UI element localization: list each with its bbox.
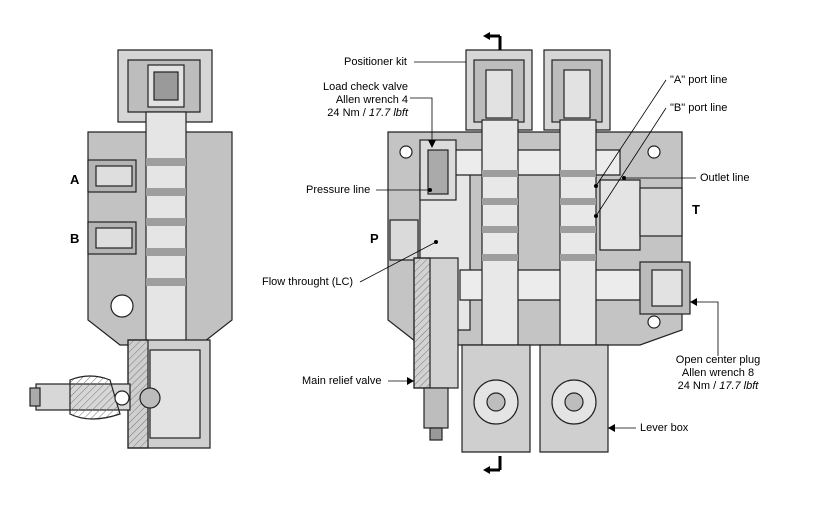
flow-through-label: Flow throught (LC)	[262, 276, 354, 288]
load-check-valve-label: Load check valve Allen wrench 4 24 Nm / …	[316, 81, 408, 120]
outlet-line-label: Outlet line	[700, 172, 750, 184]
load-check-valve-torque: 24 Nm / 17.7 lbft	[316, 107, 408, 120]
leader-arrowheads	[407, 140, 697, 432]
load-check-valve-line1: Load check valve	[323, 81, 408, 93]
section-view	[387, 32, 691, 474]
side-view	[29, 49, 233, 449]
open-center-plug-label: Open center plug Allen wrench 8 24 Nm / …	[664, 354, 772, 393]
pressure-line-label: Pressure line	[306, 184, 371, 196]
load-check-valve-torque-lbft: 17.7 lbft	[368, 107, 408, 119]
port-p-label: P	[370, 231, 379, 246]
lever-box-label: Lever box	[640, 422, 689, 434]
open-center-plug-torque-nm: 24 Nm /	[677, 380, 720, 392]
port-b-label: B	[70, 231, 80, 246]
positioner-kit-label: Positioner kit	[344, 56, 407, 68]
open-center-plug-torque: 24 Nm / 17.7 lbft	[664, 380, 772, 393]
port-t-label: T	[692, 202, 700, 217]
b-port-line-label: "B" port line	[670, 102, 728, 114]
a-port-line-label: "A" port line	[670, 74, 728, 86]
main-relief-valve-label: Main relief valve	[302, 375, 382, 387]
open-center-plug-line1: Open center plug	[675, 354, 761, 366]
open-center-plug-line2: Allen wrench 8	[681, 367, 755, 379]
leader-lines	[359, 61, 719, 429]
load-check-valve-line2: Allen wrench 4	[335, 94, 408, 106]
load-check-valve-torque-nm: 24 Nm /	[327, 107, 369, 119]
port-a-label: A	[70, 172, 80, 187]
open-center-plug-torque-lbft: 17.7 lbft	[719, 380, 759, 392]
